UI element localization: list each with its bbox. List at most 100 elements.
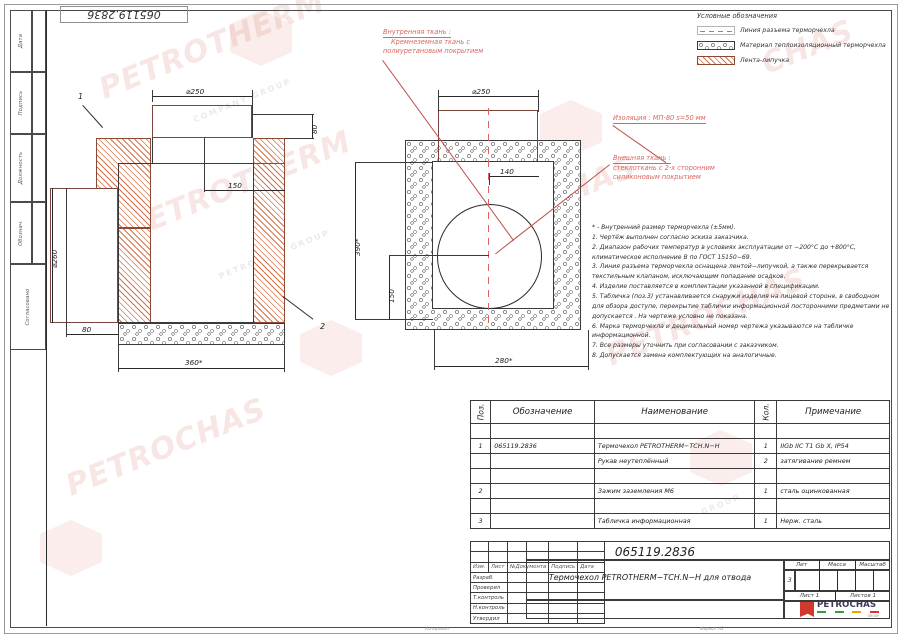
tb-sheet-label: Лист 1: [799, 592, 820, 599]
tb-role-tkontrol: Т.контроль: [470, 592, 508, 604]
spec-cell-pos: [469, 498, 492, 514]
spec-cell-prim: [776, 423, 890, 439]
spec-cell-prim: затягивание ремнем: [776, 453, 890, 469]
legend-item-velcro: Лента-липучка: [697, 54, 893, 67]
table-row: Рукав неутеплённый 2 затягивание ремнем: [469, 453, 890, 469]
legend-item-insulation: Материал теплоизоляционный терморчехла: [697, 39, 893, 52]
callout-header: Изоляция : МП-80 s=50 мм: [613, 114, 706, 125]
table-row: 2 Зажим заземления М6 1 сталь оцинкованн…: [469, 483, 890, 499]
spec-cell-kol: 1: [754, 438, 778, 454]
tb-lit-header: [784, 560, 890, 570]
side-column-label: Обознач.: [18, 219, 24, 247]
insulation-fill-icon: [697, 41, 735, 50]
front-dim-150: 150: [387, 289, 396, 303]
spec-cell-kol: 1: [754, 513, 778, 529]
spec-cell-pos: 1: [469, 438, 492, 454]
side-branch-pipe: [50, 188, 118, 323]
tb-lit-div-2: [855, 560, 856, 591]
side-column-post: Должность: [10, 134, 32, 202]
spec-cell-kol: [754, 468, 778, 484]
watermark-hex: [300, 320, 362, 376]
side-dim-360-ext-l: [118, 345, 119, 372]
callout-line: Кремнеземная ткань с: [391, 38, 470, 47]
side-dim-250-ext-l: [152, 90, 153, 102]
dashed-red-line-icon: [697, 26, 735, 35]
spec-cell-des: [490, 483, 595, 499]
tb-blank-cell: [526, 600, 784, 619]
table-row: 3 Табличка информационная 1 Нерж. сталь: [469, 513, 890, 529]
callout-inner-fabric: Внутренняя ткань : Кремнеземная ткань с …: [383, 28, 483, 56]
front-dim-250-line: [438, 96, 538, 97]
side-column-label: Подпись: [18, 90, 24, 116]
logo-subtext: GROUP: [867, 614, 879, 619]
logo-wordmark: PETROCHAS: [817, 599, 877, 610]
note-item: 5. Табличка (поз.3) устанавливается снар…: [592, 293, 890, 320]
table-row: [469, 423, 890, 439]
front-dim-150-ext: [389, 255, 433, 256]
pos-mark-2: 2: [320, 322, 326, 331]
side-column-label: Должность: [18, 151, 24, 185]
spec-cell-name: Зажим заземления М6: [593, 483, 756, 499]
side-dim-260: ⌀260: [50, 249, 59, 268]
company-logo: PETROCHAS GROUP: [800, 601, 884, 618]
front-dim-280-ext-l: [434, 330, 435, 370]
note-item: 7. Все размеры уточнить при согласовании…: [592, 342, 779, 350]
callout-insulation: Изоляция : МП-80 s=50 мм: [613, 114, 706, 125]
spec-cell-pos: 2: [469, 483, 492, 499]
tb-role-utverdil: Утвердил: [470, 613, 508, 625]
front-dim-250: ⌀250: [472, 87, 491, 96]
side-dim-80-wall: 80: [82, 325, 92, 334]
side-column-sub-a: [32, 10, 46, 72]
spec-cell-name: Рукав неутеплённый: [593, 453, 756, 469]
specification-table: Поз. Обозначение Наименование Кол. Приме…: [469, 400, 890, 529]
tb-code-cell: [526, 541, 890, 560]
tb-sheets-label: Листов 1: [849, 592, 877, 599]
side-dim-150-ext: [204, 164, 205, 192]
side-top-inner-line-2: [204, 138, 205, 164]
spec-cell-kol: [754, 498, 778, 514]
side-top-inner-line: [152, 138, 153, 164]
spec-header-designation: Обозначение: [490, 400, 595, 424]
callout-line: силиконовым покрытием: [613, 172, 701, 181]
note-item: 8. Допускается замена комплектующих на а…: [592, 352, 777, 360]
spec-header-qty: Кол.: [754, 400, 778, 424]
side-hatch-top-right: [253, 138, 285, 164]
side-dim-80w-ext: [66, 323, 67, 337]
side-dim-360: 360*: [185, 358, 203, 367]
spec-cell-des: [490, 453, 595, 469]
logo-mark-icon: [800, 602, 814, 617]
callout-header: Внутренняя ткань :: [383, 28, 451, 39]
tb-role-razrab: Разраб.: [470, 571, 508, 584]
callout-line: полиуретановым покрытием: [383, 46, 484, 55]
spec-cell-name: Табличка информационная: [593, 513, 756, 529]
format-note: Формат А3: [700, 626, 724, 631]
note-item: 2. Диапазон рабочих температур в условия…: [592, 243, 856, 261]
spec-cell-pos: [469, 468, 492, 484]
front-dim-250-ext-r: [538, 90, 539, 112]
side-hatch-right: [253, 138, 285, 323]
side-column-sign: Подпись: [10, 72, 32, 134]
side-insulation-bottom: [118, 323, 285, 345]
side-top-nozzle: [152, 105, 252, 138]
note-item: 6. Марка терморчехла и децимальный номер…: [592, 322, 854, 340]
spec-cell-des: 065119.2836: [490, 438, 595, 454]
side-column-sub-d: [32, 202, 46, 264]
legend-item-label: Материал теплоизоляционный терморчехла: [740, 42, 886, 49]
legend: Условные обозначения Линия разъема термо…: [697, 12, 893, 69]
tb-lit-div-4: [873, 569, 874, 591]
legend-item-seam: Линия разъема терморчехла: [697, 24, 893, 37]
hatch-orange-icon: [697, 56, 735, 65]
spec-cell-des: [490, 513, 595, 529]
side-dim-250-line: [152, 96, 252, 97]
front-dim-140-ext: [489, 173, 490, 185]
spec-cell-name: Термочехол PETROTHERM−TCH.N−H: [593, 438, 756, 454]
frame-left-divider: [46, 10, 47, 626]
spec-cell-name: [593, 423, 756, 439]
front-dim-390: 390*: [353, 238, 362, 256]
side-dim-80-height: 80: [310, 124, 319, 134]
tb-scale-label: Масштаб: [859, 561, 886, 568]
table-row: [469, 498, 890, 514]
tb-lit-sub: [795, 569, 890, 591]
spec-cell-name: [593, 498, 756, 514]
notes-block: * - Внутренний размер терморчехла (±5мм)…: [592, 223, 892, 361]
